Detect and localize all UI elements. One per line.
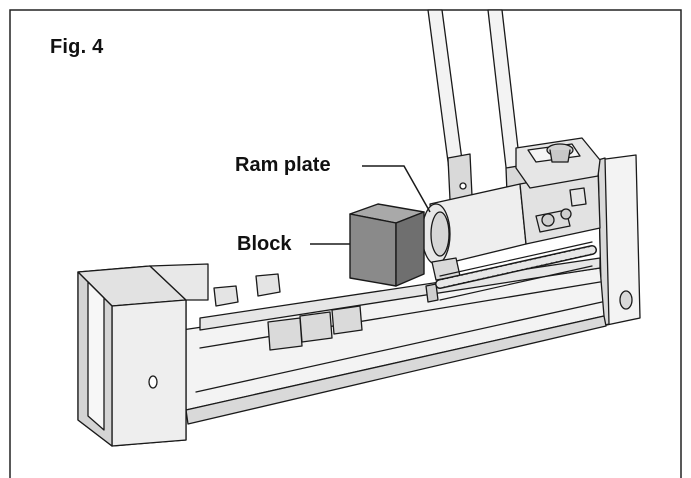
callout-leaders xyxy=(310,165,431,245)
block-cube xyxy=(349,203,425,287)
log-rest-bracket-2 xyxy=(255,273,281,297)
block-label: Block xyxy=(237,233,292,255)
return-spring xyxy=(435,241,597,301)
wedge-blade xyxy=(149,263,209,301)
support-plate-2 xyxy=(299,311,333,343)
ram-plate-label: Ram plate xyxy=(235,154,331,176)
wheel xyxy=(619,290,633,310)
support-plate-1 xyxy=(267,317,303,351)
log-splitter-drawing xyxy=(77,9,641,447)
figure-border xyxy=(9,9,682,478)
wedge-bolt-hole xyxy=(148,375,158,389)
figure-label: Fig. 4 xyxy=(50,36,104,58)
ram-plate-leader xyxy=(362,165,431,213)
log-rest-bracket-1 xyxy=(213,285,239,307)
